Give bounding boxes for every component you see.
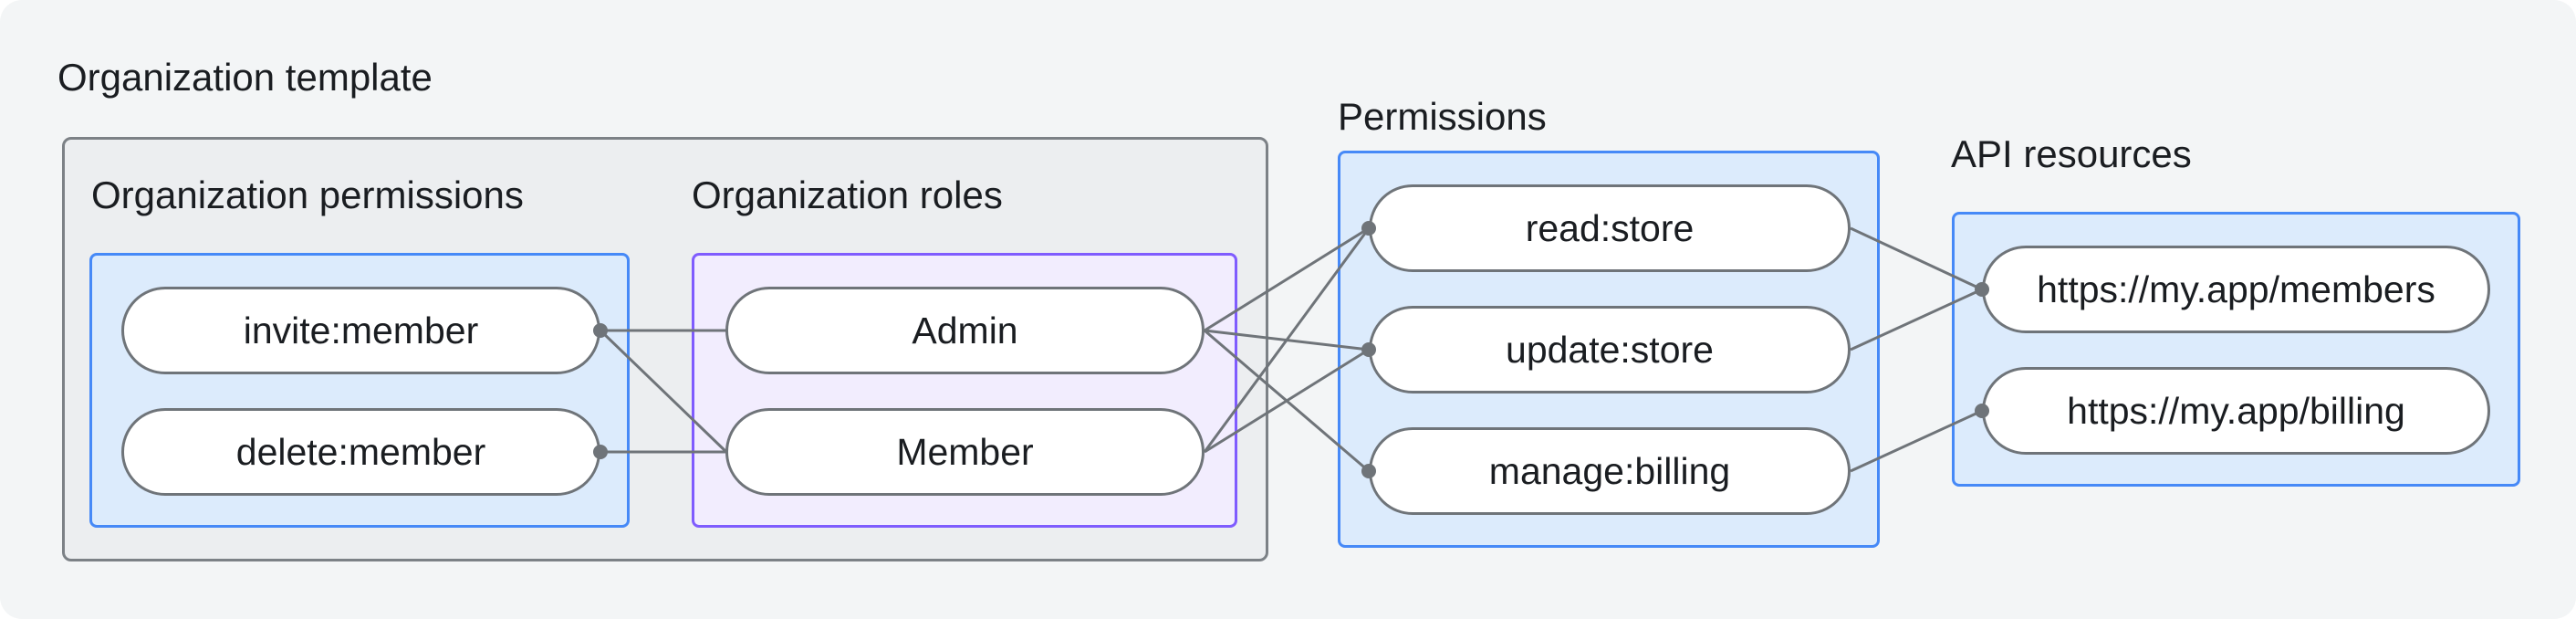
node-api-billing: https://my.app/billing [1982, 367, 2490, 455]
node-admin: Admin [725, 287, 1205, 374]
organization-roles-heading: Organization roles [692, 173, 1003, 216]
node-read-store: read:store [1369, 184, 1851, 272]
node-delete-member: delete:member [121, 408, 600, 496]
node-invite-member: invite:member [121, 287, 600, 374]
api-resources-heading: API resources [1951, 132, 2192, 175]
node-manage-billing: manage:billing [1369, 427, 1851, 515]
node-member: Member [725, 408, 1205, 496]
node-api-members: https://my.app/members [1982, 246, 2490, 333]
organization-template-label: Organization template [57, 56, 433, 99]
node-update-store: update:store [1369, 306, 1851, 393]
organization-permissions-heading: Organization permissions [91, 173, 524, 216]
permissions-heading: Permissions [1338, 95, 1547, 138]
